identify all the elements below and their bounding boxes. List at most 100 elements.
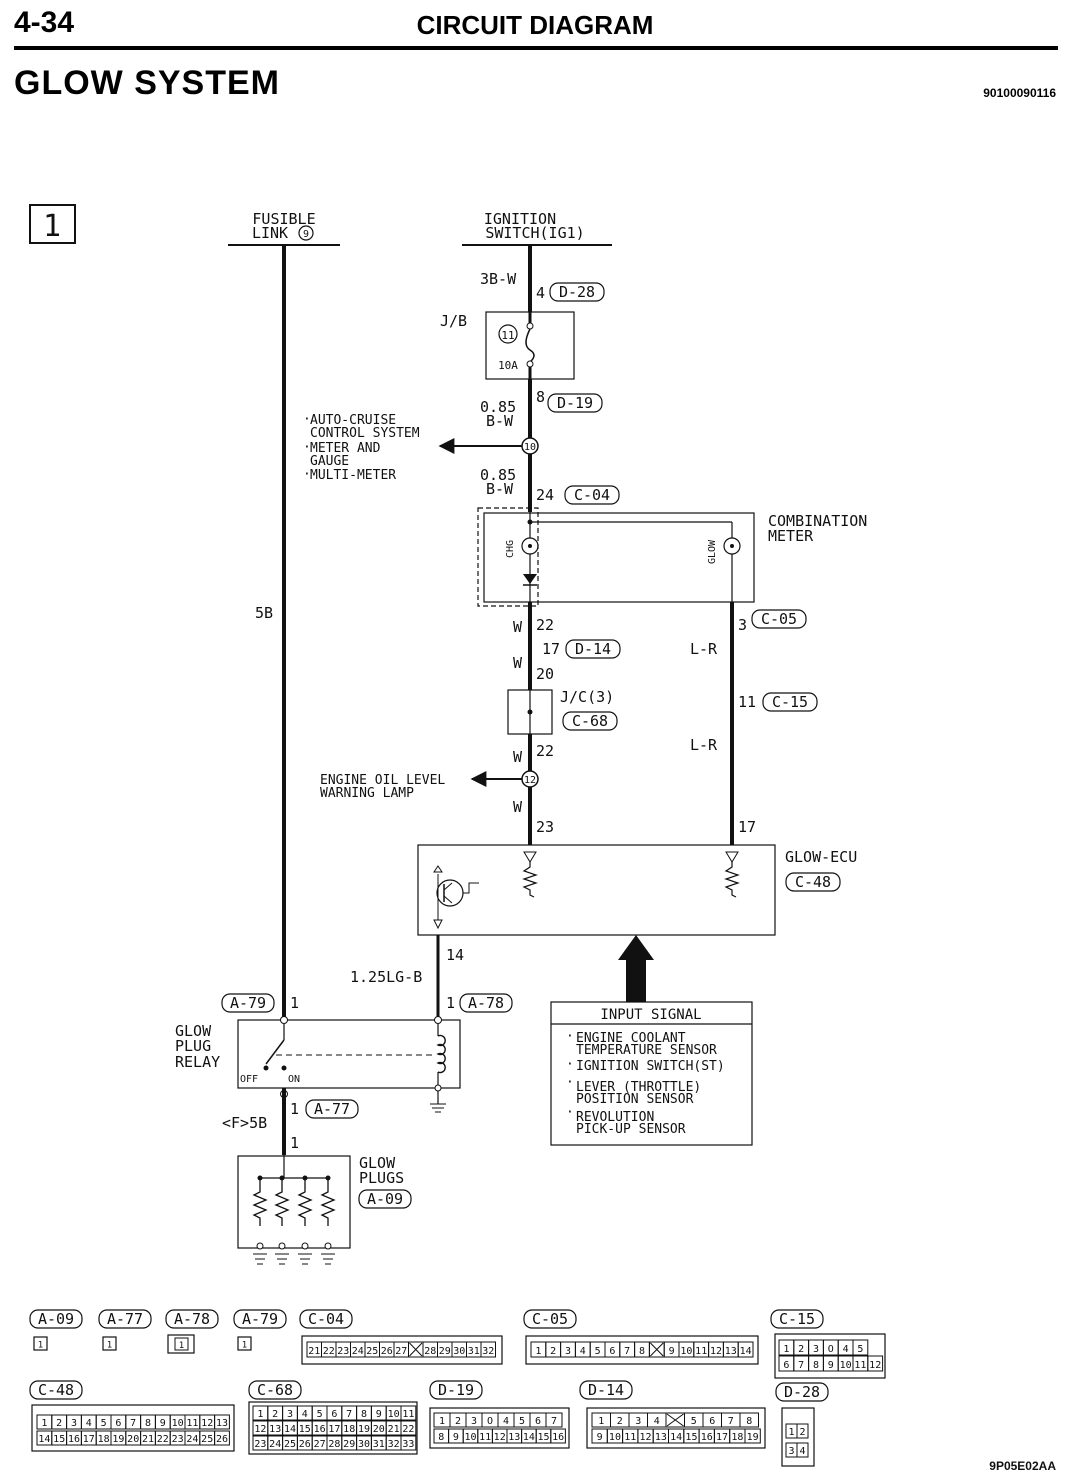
svg-text:17: 17: [716, 1432, 728, 1443]
svg-text:12: 12: [869, 1360, 881, 1371]
svg-text:5: 5: [317, 1409, 323, 1420]
svg-text:13: 13: [508, 1432, 520, 1443]
svg-text:10: 10: [172, 1418, 184, 1429]
svg-text:24: 24: [269, 1439, 281, 1450]
pin-1c: 1: [290, 1100, 299, 1118]
svg-text:23: 23: [254, 1439, 266, 1450]
svg-text:O: O: [487, 1416, 493, 1427]
svg-text:2: 2: [56, 1418, 62, 1429]
connector-tag-c68: C-68: [562, 711, 618, 731]
junction-block: J/B 11 10A: [440, 311, 575, 380]
connector-tag-d28: D-28: [549, 282, 605, 302]
svg-text:2: 2: [455, 1416, 461, 1427]
svg-text:25: 25: [201, 1434, 213, 1445]
svg-text:·: ·: [303, 412, 311, 427]
jb-label: J/B: [440, 312, 467, 330]
pin-22a: 22: [536, 616, 554, 634]
wire-label-lr1: L-R: [690, 640, 718, 658]
svg-text:D-19: D-19: [438, 1381, 474, 1399]
legend-tag-c-68: C-68: [248, 1380, 302, 1400]
svg-text:PLUG: PLUG: [175, 1037, 211, 1055]
svg-text:D-19: D-19: [557, 394, 593, 412]
glow-plugs: GLOW PLUGS: [237, 1154, 404, 1265]
svg-text:A-77: A-77: [107, 1310, 143, 1328]
input-signal-arrow: [618, 935, 654, 1002]
header-rule: [14, 46, 1058, 50]
chg-label: CHG: [505, 540, 516, 558]
fusible-link: FUSIBLE LINK 9: [228, 210, 340, 246]
legend-tag-c-15: C-15: [770, 1309, 824, 1329]
legend-a79: 1: [237, 1336, 252, 1351]
pin-23: 23: [536, 818, 554, 836]
combo-meter-label: COMBINATION: [768, 512, 867, 530]
svg-text:15: 15: [53, 1434, 65, 1445]
svg-text:21: 21: [308, 1346, 320, 1357]
svg-text:14: 14: [740, 1346, 752, 1357]
wire-label-w3: W: [513, 748, 523, 766]
wire-label-3bw: 3B-W: [480, 270, 517, 288]
svg-text:9: 9: [669, 1346, 675, 1357]
connector-tag-a77: A-77: [305, 1099, 359, 1119]
svg-text:1: 1: [38, 1341, 43, 1351]
wire-label-125lgb: 1.25LG-B: [350, 968, 422, 986]
svg-text:5: 5: [101, 1418, 107, 1429]
svg-text:2: 2: [798, 1344, 804, 1355]
sheet-number-box: 1: [29, 204, 76, 244]
svg-text:PLUGS: PLUGS: [359, 1169, 404, 1187]
svg-text:10: 10: [680, 1346, 692, 1357]
legend-tag-a-79: A-79: [233, 1309, 287, 1329]
pin-20: 20: [536, 665, 554, 683]
svg-text:26: 26: [216, 1434, 228, 1445]
svg-text:GLOW: GLOW: [359, 1154, 396, 1172]
connector-tag-a78: A-78: [459, 993, 513, 1013]
svg-text:10: 10: [388, 1409, 400, 1420]
svg-text:A-09: A-09: [367, 1190, 403, 1208]
legend-tag-c-04: C-04: [299, 1309, 353, 1329]
legend-a78: 1: [167, 1334, 195, 1354]
svg-text:LEVER (THROTTLE): LEVER (THROTTLE): [576, 1080, 701, 1095]
svg-text:29: 29: [343, 1439, 355, 1450]
svg-text:14: 14: [38, 1434, 50, 1445]
junction-12-label: 12: [524, 775, 536, 786]
svg-text:20: 20: [127, 1434, 139, 1445]
svg-text:·: ·: [303, 440, 311, 455]
svg-text:C-48: C-48: [38, 1381, 74, 1399]
svg-text:31: 31: [373, 1439, 385, 1450]
svg-text:8: 8: [438, 1432, 444, 1443]
svg-text:D-28: D-28: [784, 1383, 820, 1401]
svg-text:13: 13: [216, 1418, 228, 1429]
svg-text:14: 14: [523, 1432, 535, 1443]
svg-text:3: 3: [287, 1409, 293, 1420]
glow-ecu: GLOW-ECU: [417, 844, 857, 936]
svg-text:12: 12: [201, 1418, 213, 1429]
legend-tag-c-05: C-05: [523, 1309, 577, 1329]
glow-label: GLOW: [707, 539, 718, 564]
page-number: 4-34: [14, 6, 75, 39]
svg-text:2: 2: [799, 1427, 805, 1438]
svg-text:18: 18: [731, 1432, 743, 1443]
svg-text:24: 24: [186, 1434, 198, 1445]
svg-text:1: 1: [41, 1418, 47, 1429]
svg-text:10: 10: [609, 1432, 621, 1443]
svg-text:10: 10: [840, 1360, 852, 1371]
svg-text:A-78: A-78: [174, 1310, 210, 1328]
svg-text:19: 19: [112, 1434, 124, 1445]
svg-text:30: 30: [358, 1439, 370, 1450]
svg-text:8: 8: [639, 1346, 645, 1357]
svg-text:7: 7: [551, 1416, 557, 1427]
pin-8: 8: [536, 388, 545, 406]
svg-text:4: 4: [503, 1416, 509, 1427]
svg-text:C-48: C-48: [795, 873, 831, 891]
wire-label-085b: 0.85: [480, 466, 516, 484]
wire-label-f5b: <F>5B: [222, 1114, 267, 1132]
svg-text:11: 11: [402, 1409, 414, 1420]
connector-tag-d14: D-14: [565, 639, 621, 659]
svg-text:GAUGE: GAUGE: [310, 454, 349, 469]
fusible-link-label-2: LINK: [252, 224, 288, 242]
wire-label-w4: W: [513, 798, 523, 816]
svg-text:D-14: D-14: [588, 1381, 624, 1399]
